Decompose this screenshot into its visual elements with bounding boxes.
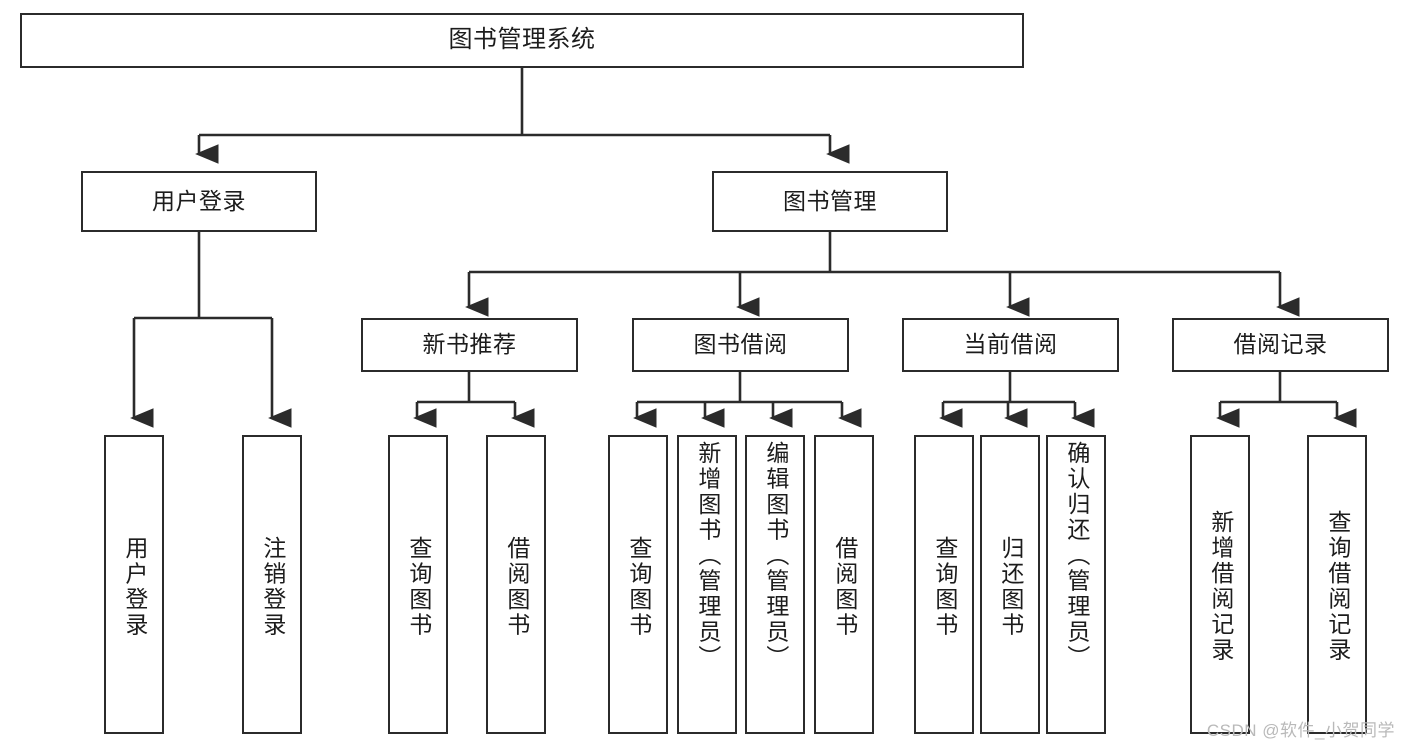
leaf-label: 查询图书 bbox=[931, 535, 958, 638]
node-new-book-recommend[interactable]: 新书推荐 bbox=[361, 318, 578, 372]
node-leaf-return-book[interactable]: 归还图书 bbox=[980, 435, 1040, 734]
node-leaf-borrow-book-2[interactable]: 借阅图书 bbox=[814, 435, 874, 734]
node-leaf-confirm-return[interactable]: 确认归还（管理员） bbox=[1046, 435, 1106, 734]
leaf-label: 编辑图书（管理员） bbox=[762, 441, 789, 671]
leaf-label: 借阅图书 bbox=[503, 535, 530, 638]
node-leaf-query-record[interactable]: 查询借阅记录 bbox=[1307, 435, 1367, 734]
node-leaf-borrow-book-1[interactable]: 借阅图书 bbox=[486, 435, 546, 734]
leaf-label: 查询图书 bbox=[625, 535, 652, 638]
node-borrow-record[interactable]: 借阅记录 bbox=[1172, 318, 1389, 372]
leaf-label: 查询图书 bbox=[405, 535, 432, 638]
node-leaf-user-login[interactable]: 用户登录 bbox=[104, 435, 164, 734]
node-root[interactable]: 图书管理系统 bbox=[20, 13, 1024, 68]
node-book-manage[interactable]: 图书管理 bbox=[712, 171, 948, 232]
leaf-label: 注销登录 bbox=[259, 535, 286, 638]
node-leaf-query-book-1[interactable]: 查询图书 bbox=[388, 435, 448, 734]
node-leaf-logout-login[interactable]: 注销登录 bbox=[242, 435, 302, 734]
leaf-label: 查询借阅记录 bbox=[1324, 510, 1351, 663]
node-book-borrow[interactable]: 图书借阅 bbox=[632, 318, 849, 372]
node-leaf-add-record[interactable]: 新增借阅记录 bbox=[1190, 435, 1250, 734]
node-leaf-query-book-2[interactable]: 查询图书 bbox=[608, 435, 668, 734]
leaf-label: 新增借阅记录 bbox=[1207, 510, 1234, 663]
leaf-label: 新增图书（管理员） bbox=[694, 441, 721, 671]
leaf-label: 归还图书 bbox=[997, 535, 1024, 638]
node-user-login[interactable]: 用户登录 bbox=[81, 171, 317, 232]
leaf-label: 用户登录 bbox=[121, 535, 148, 638]
node-leaf-query-book-3[interactable]: 查询图书 bbox=[914, 435, 974, 734]
leaf-label: 确认归还（管理员） bbox=[1063, 441, 1090, 671]
node-leaf-add-book[interactable]: 新增图书（管理员） bbox=[677, 435, 737, 734]
node-leaf-edit-book[interactable]: 编辑图书（管理员） bbox=[745, 435, 805, 734]
leaf-label: 借阅图书 bbox=[831, 535, 858, 638]
watermark: CSDN @软件_小贺同学 bbox=[1206, 721, 1395, 740]
node-current-borrow[interactable]: 当前借阅 bbox=[902, 318, 1119, 372]
